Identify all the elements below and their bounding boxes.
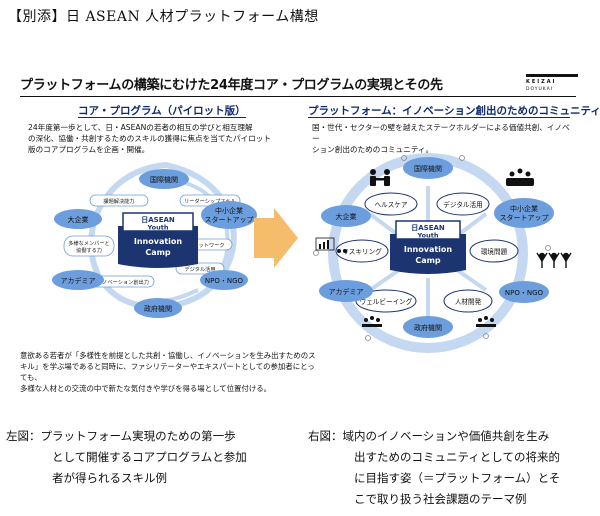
- node-government: 政府機関: [403, 316, 453, 338]
- node-label: 大企業: [68, 215, 89, 224]
- left-description: 24年度第一歩として、日・ASEANの若者の相互の学びと相互理解 の深化、協働・…: [28, 122, 278, 155]
- right-caption: 右図：域内のイノベーションや価値共創を生み 出すためのコミュニティとしての将来的…: [308, 426, 598, 510]
- node-academia: アカデミア: [319, 280, 373, 302]
- people-icon: [506, 168, 534, 186]
- skill-pill-label: リーダーシップスキル: [184, 197, 236, 205]
- theme-label: 人材開発: [455, 297, 482, 306]
- left-desc-line: 24年度第一歩として、日・ASEANの若者の相互の学びと相互理解: [28, 123, 253, 132]
- center-label-youth: Youth: [417, 232, 439, 240]
- caption-line: 者が得られるスキル例: [52, 471, 167, 485]
- node-sme-startup: 中小企業 スタートアップ: [494, 198, 554, 228]
- theme-reskilling: リスキリング: [335, 239, 389, 263]
- center-label-japan-asean: 日ASEAN: [411, 224, 445, 232]
- caption-line: に目指す姿（＝プラットフォーム）とそ: [354, 471, 561, 485]
- caption-line: として開催するコアプログラムと参加: [52, 450, 247, 464]
- slide: プラットフォームの構築にむけた24年度コア・プログラムの実現とその先 KEIZA…: [16, 68, 600, 404]
- cheering-icon: [536, 252, 572, 268]
- node-label: スタートアップ: [500, 213, 549, 222]
- left-bottom-note: 意欲ある若者が「多様性を前提とした共創・協働し、イノベーションを生み出すためのス…: [20, 350, 320, 394]
- left-desc-line: の深化、協働・共創するためのスキルの獲得に焦点を当てたパイロット: [28, 134, 271, 143]
- skill-pill-label: 多様なメンバーと: [68, 239, 110, 247]
- node-international-org: 国際機関: [403, 157, 453, 179]
- node-international-org: 国際機関: [139, 169, 189, 189]
- theme-label: ヘルスケア: [375, 201, 408, 209]
- caption-line: 右図：域内のイノベーションや価値共創を生み: [308, 429, 550, 443]
- presentation-icon: [315, 237, 347, 253]
- node-label: 中小企業: [215, 206, 243, 215]
- note-line: 多様な人材との交流の中で新たな気付きや学びを得る場として位置付ける。: [20, 384, 271, 393]
- skill-pill-label: 協働する力: [76, 246, 102, 254]
- center-label-innovation: Innovation: [134, 237, 183, 246]
- node-large-corp: 大企業: [321, 205, 371, 227]
- right-center-box: 日ASEAN Youth Innovation Camp: [390, 220, 466, 274]
- theme-environment: 環境問題: [469, 239, 519, 263]
- theme-label: リスキリング: [342, 247, 382, 256]
- right-description: 国・世代・セクターの壁を越えたステークホルダーによる価値共創、イノベー ション創…: [312, 122, 576, 155]
- node-npo-ngo: NPO・NGO: [200, 270, 248, 290]
- node-label: NPO・NGO: [505, 289, 544, 297]
- doyukai-logo: KEIZAI DOYUKAI: [526, 74, 578, 96]
- transition-arrow: [254, 208, 298, 268]
- node-large-corp: 大企業: [54, 209, 102, 229]
- left-heading-underline: [78, 117, 246, 118]
- skill-pill: 課題解決能力: [89, 194, 149, 207]
- diagram-canvas: 課題解決能力 リーダーシップスキル ネットワーク デジタル活用 イノベーション創…: [52, 153, 572, 353]
- skill-pill-label: 課題解決能力: [103, 197, 134, 205]
- note-line: キル」を学ぶ場であると同時に、ファシリテーターやエキスパートとしての参加者にとっ…: [20, 362, 315, 382]
- note-line: 意欲ある若者が「多様性を前提とした共創・協働し、イノベーションを生み出すためのス: [20, 351, 316, 360]
- right-section-heading: プラットフォーム：イノベーション創出のためのコミュニティ: [308, 105, 600, 117]
- meeting-icon: [362, 316, 496, 327]
- caption-line: 左図：プラットフォーム実現のための第一歩: [6, 429, 236, 443]
- theme-hr-development: 人材開発: [443, 289, 493, 313]
- center-label-camp: Camp: [145, 248, 171, 257]
- node-label: スタートアップ: [205, 215, 254, 224]
- left-diagram: 課題解決能力 リーダーシップスキル ネットワーク デジタル活用 イノベーション創…: [52, 161, 257, 318]
- right-diagram: ヘルスケア デジタル活用 環境問題 人材開発 ウェルビーイング リスキリング: [313, 153, 572, 353]
- node-label: アカデミア: [61, 276, 96, 285]
- slide-title: プラットフォームの構築にむけた24年度コア・プログラムの実現とその先: [20, 78, 443, 93]
- logo-top-text: KEIZAI: [526, 79, 557, 85]
- skill-pill-label: イノベーション創出力: [97, 278, 149, 286]
- node-label: 政府機関: [414, 323, 442, 332]
- theme-label: ウェルビーイング: [360, 297, 413, 306]
- node-label: 政府機関: [144, 304, 172, 313]
- node-sme-startup: 中小企業 スタートアップ: [201, 201, 257, 229]
- node-label: 国際機関: [414, 164, 442, 173]
- document-title: 【別添】日 ASEAN 人材プラットフォーム構想: [8, 9, 319, 25]
- node-label: NPO・NGO: [205, 277, 244, 285]
- node-academia: アカデミア: [52, 270, 104, 290]
- right-heading-underline: [308, 117, 570, 118]
- lightbulb-icon: [313, 155, 551, 341]
- center-label-youth: Youth: [147, 224, 169, 232]
- right-desc-line: ション創出のためのコミュニティ。: [312, 145, 434, 154]
- handshake-icon: [370, 169, 390, 186]
- node-label: アカデミア: [329, 287, 364, 296]
- caption-line: こで取り扱う社会課題のテーマ例: [354, 492, 527, 506]
- left-caption: 左図：プラットフォーム実現のための第一歩 として開催するコアプログラムと参加 者…: [6, 426, 296, 489]
- center-label-innovation: Innovation: [404, 245, 453, 254]
- logo-bar: [526, 74, 578, 77]
- title-rule: [20, 96, 576, 97]
- theme-digital: デジタル活用: [436, 192, 490, 216]
- theme-label: デジタル活用: [443, 200, 482, 209]
- theme-healthcare: ヘルスケア: [364, 192, 418, 216]
- right-desc-line: 国・世代・セクターの壁を越えたステークホルダーによる価値共創、イノベー: [312, 123, 570, 143]
- left-desc-line: 版のコアプログラムを企画・開催。: [28, 145, 150, 154]
- center-label-camp: Camp: [415, 256, 441, 265]
- skill-pill: 多様なメンバーと 協働する力: [63, 235, 115, 257]
- left-section-heading: コア・プログラム（パイロット版）: [78, 105, 246, 117]
- node-government: 政府機関: [134, 298, 182, 318]
- left-center-box: 日ASEAN Youth Innovation Camp: [118, 212, 198, 268]
- skill-pill-label: デジタル活用: [184, 265, 215, 273]
- node-label: 大企業: [336, 212, 357, 221]
- center-label-japan-asean: 日ASEAN: [141, 216, 175, 224]
- node-npo-ngo: NPO・NGO: [499, 281, 549, 303]
- logo-bottom-text: DOYUKAI: [526, 87, 554, 92]
- skill-pill-label: ネットワーク: [193, 242, 224, 249]
- node-label: 中小企業: [510, 204, 538, 213]
- caption-line: 出すためのコミュニティとしての将来的: [354, 450, 560, 464]
- theme-label: 環境問題: [481, 247, 508, 256]
- node-label: 国際機関: [150, 175, 178, 184]
